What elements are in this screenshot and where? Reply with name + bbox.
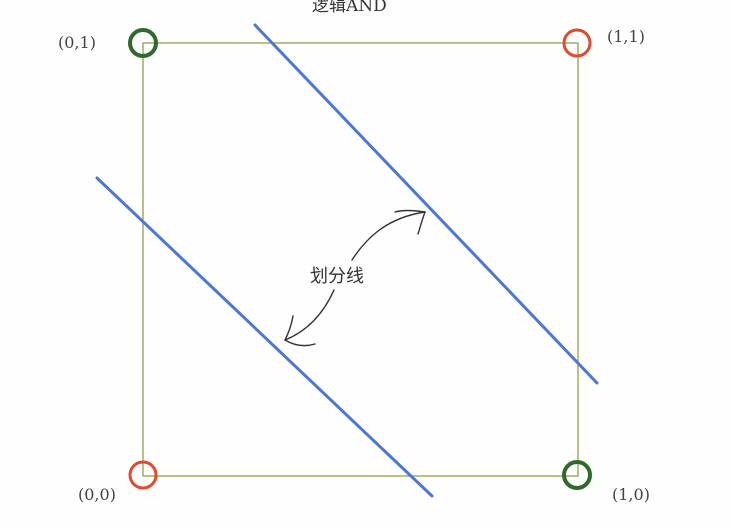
diagram-title: 逻辑AND [312, 0, 387, 16]
point-0-0-marker [128, 460, 158, 490]
point-1-0-label: (1,0) [612, 485, 650, 504]
point-1-1-label: (1,1) [607, 27, 645, 46]
divider-line-lower [95, 176, 434, 498]
point-0-1-marker [128, 28, 158, 58]
point-0-0-label: (0,0) [78, 485, 116, 504]
arrow-to-upper-line [351, 209, 426, 261]
divider-line-upper [253, 23, 599, 385]
point-0-1-label: (0,1) [58, 33, 96, 52]
point-1-1-marker [562, 28, 592, 58]
point-1-0-marker [562, 460, 592, 490]
arrow-to-lower-line [284, 289, 335, 347]
dividing-line-annotation: 划分线 [310, 266, 364, 287]
unit-square [142, 42, 579, 477]
